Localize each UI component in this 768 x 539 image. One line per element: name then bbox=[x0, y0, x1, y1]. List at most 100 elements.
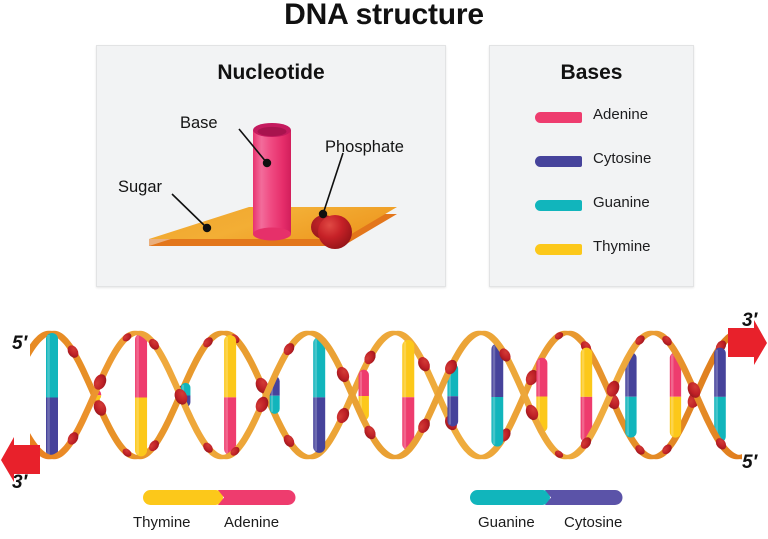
phosphate-dot bbox=[283, 434, 295, 447]
base-pair bbox=[491, 343, 504, 447]
bases-panel-title: Bases bbox=[560, 61, 623, 84]
base-segment-top bbox=[313, 337, 326, 398]
legend-label-guanine: Guanine bbox=[593, 194, 650, 211]
phosphate-dot bbox=[715, 340, 727, 352]
phosphate-dot bbox=[499, 428, 511, 442]
phosphate-dot bbox=[525, 404, 539, 421]
base-pair bbox=[224, 334, 237, 456]
bases-legend-panel: Bases Adenine Cytosine Guanine Thymine bbox=[489, 45, 694, 287]
phosphate-dot bbox=[67, 432, 79, 445]
base-pair bbox=[135, 333, 148, 457]
sugar-slab-graphic bbox=[149, 207, 397, 246]
base-pair bbox=[402, 339, 415, 451]
phosphate-dot bbox=[364, 350, 376, 365]
dna-strand-back bbox=[30, 330, 742, 460]
base-segment-bottom bbox=[714, 396, 726, 443]
phosphate-dots-front bbox=[67, 333, 727, 458]
phosphate-dot bbox=[606, 393, 620, 410]
base-segment-top bbox=[180, 382, 191, 396]
base-segment-top bbox=[91, 389, 102, 396]
legend-item-cytosine: Cytosine bbox=[490, 150, 693, 176]
phosphate-dot bbox=[715, 438, 727, 450]
label-3prime-left: 3′ bbox=[12, 472, 28, 493]
phosphate-dots-back bbox=[67, 332, 727, 457]
base-highlight bbox=[314, 339, 318, 451]
phosphate-dot bbox=[445, 415, 457, 431]
rungs-front bbox=[135, 333, 726, 457]
phosphate-dot bbox=[203, 442, 213, 453]
legend-label-cytosine: Cytosine bbox=[593, 150, 652, 167]
base-pair bbox=[46, 333, 58, 457]
phosphate-dot bbox=[554, 332, 564, 340]
base-segment-bottom bbox=[580, 396, 593, 443]
base-highlight bbox=[181, 384, 185, 406]
phosphate-dot bbox=[606, 380, 620, 397]
phosphate-dot bbox=[499, 348, 511, 362]
legend-swatch-cytosine bbox=[535, 156, 582, 167]
base-segment-top bbox=[46, 333, 58, 398]
phosphate-dot bbox=[525, 369, 539, 386]
rungs-behind bbox=[46, 333, 637, 457]
phosphate-dot bbox=[255, 377, 269, 394]
phosphate-dot bbox=[418, 357, 430, 372]
phosphate-dot bbox=[67, 345, 79, 358]
label-5prime-left: 5′ bbox=[12, 333, 28, 354]
base-segment-top bbox=[135, 333, 148, 398]
phosphate-dot bbox=[635, 335, 645, 345]
base-pair bbox=[669, 352, 682, 438]
base-pair bbox=[91, 389, 102, 401]
base-pair bbox=[358, 369, 369, 421]
phosphate-dot bbox=[122, 448, 132, 457]
base-segment-bottom bbox=[91, 395, 102, 401]
phosphate-dot bbox=[364, 425, 376, 440]
phosphate-dot bbox=[230, 334, 240, 344]
base-segment-bottom bbox=[625, 396, 637, 438]
base-segment-bottom bbox=[447, 396, 459, 427]
base-pair bbox=[625, 352, 637, 438]
base-segment-bottom bbox=[358, 396, 369, 421]
base-highlight bbox=[136, 335, 139, 455]
base-highlight bbox=[270, 378, 274, 412]
base-segment-bottom bbox=[135, 397, 148, 457]
base-pair bbox=[536, 357, 548, 433]
base-segment-bottom bbox=[313, 397, 326, 453]
phosphate-dot bbox=[445, 359, 457, 375]
base-pair bbox=[447, 363, 459, 427]
pair-legend-bars bbox=[143, 490, 623, 505]
nucleotide-panel: Nucleotide bbox=[96, 45, 446, 287]
pair-bar-thymine-adenine bbox=[143, 490, 296, 505]
base-highlight bbox=[715, 349, 718, 441]
base-highlight bbox=[225, 336, 228, 454]
dna-double-helix bbox=[30, 330, 742, 460]
base-segment-top bbox=[447, 363, 459, 397]
base-segment-bottom bbox=[224, 397, 237, 456]
base-pair bbox=[180, 382, 191, 408]
label-3prime-right: 3′ bbox=[742, 310, 758, 331]
base-segment-bottom bbox=[402, 397, 415, 451]
phosphate-dot bbox=[336, 366, 350, 383]
legend-item-guanine: Guanine bbox=[490, 194, 693, 220]
phosphate-dot bbox=[662, 335, 672, 346]
base-highlight bbox=[626, 354, 629, 436]
base-segment-top bbox=[491, 343, 504, 398]
phosphate-dot bbox=[687, 382, 701, 398]
base-segment-top bbox=[669, 352, 682, 397]
pair-caption-thymine: Thymine bbox=[133, 514, 191, 531]
phosphate-dot bbox=[148, 440, 160, 452]
legend-swatch-thymine bbox=[535, 244, 582, 255]
base-pair bbox=[313, 337, 326, 453]
label-sugar: Sugar bbox=[118, 178, 163, 196]
base-segment-bottom bbox=[491, 397, 504, 447]
legend-swatch-adenine bbox=[535, 112, 582, 123]
phosphate-dot bbox=[418, 418, 430, 433]
base-highlight bbox=[448, 365, 451, 425]
base-highlight bbox=[93, 391, 96, 399]
legend-label-thymine: Thymine bbox=[593, 238, 651, 255]
dna-strand-front bbox=[30, 330, 742, 460]
phosphate-sphere-graphic bbox=[311, 215, 352, 249]
base-highlight bbox=[671, 354, 674, 436]
phosphate-dot bbox=[122, 333, 132, 342]
phosphate-dot bbox=[554, 450, 564, 458]
pair-bar-guanine-cytosine bbox=[470, 490, 623, 505]
